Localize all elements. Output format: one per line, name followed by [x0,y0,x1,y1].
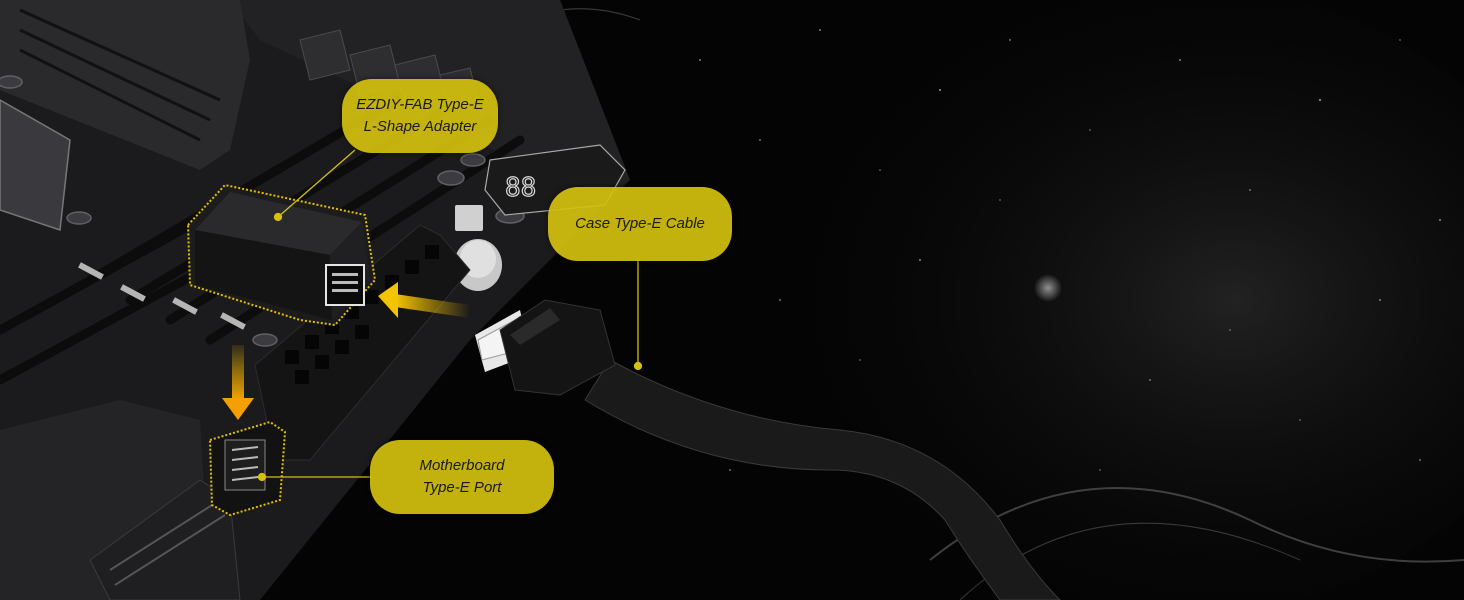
insert-arrow-left [378,282,470,318]
motherboard-type-e-port [208,420,287,517]
l-shape-adapter [186,183,377,327]
nebula-haze [730,0,1464,600]
cable-callout: Case Type-E Cable [548,187,732,261]
adapter-callout-line1: EZDIY-FAB Type-E [356,96,484,113]
svg-text:88: 88 [505,173,536,203]
leader-lines [257,149,643,482]
adapter-callout: EZDIY-FAB Type-E L-Shape Adapter [342,79,498,153]
cable-callout-text: Case Type-E Cable [575,215,705,232]
adapter-callout-line2: L-Shape Adapter [363,118,477,135]
type-e-cable [475,299,1061,600]
port-callout-line1: Motherboard [419,457,505,474]
insert-arrow-down [222,345,254,420]
star [1034,274,1062,302]
nebula-wisp [929,487,1464,563]
stars [659,29,1441,471]
port-callout-line2: Type-E Port [422,479,502,496]
port-callout: Motherboard Type-E Port [370,440,554,514]
